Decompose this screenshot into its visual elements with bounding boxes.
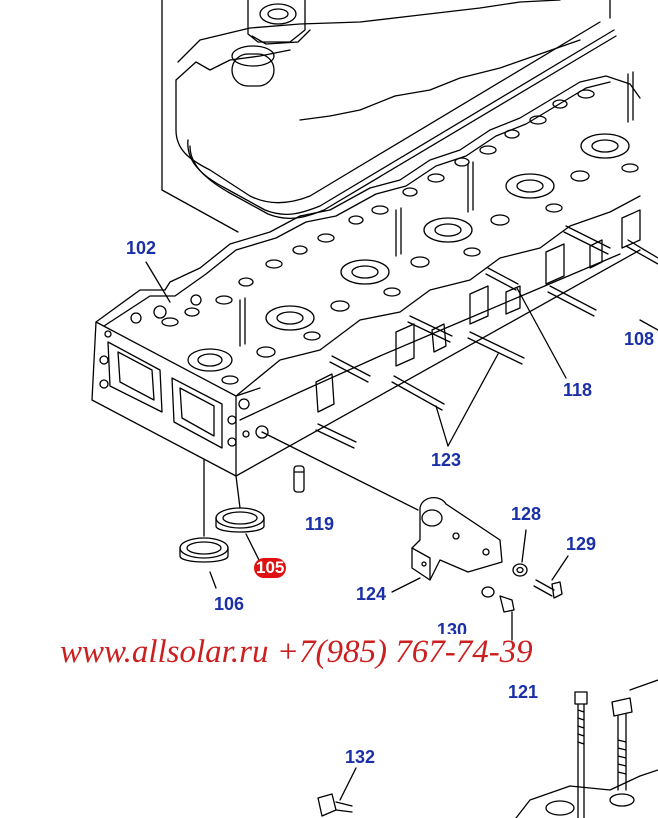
callout-132: 132 [345,747,376,767]
callout-123: 123 [431,450,462,470]
callout-121: 121 [508,682,539,702]
callout-102: 102 [126,238,157,258]
watermark: www.allsolar.ru +7(985) 767-74-39 [60,634,533,670]
leader-lines [145,261,658,593]
washer-and-bolt [481,563,563,641]
callout-124: 124 [356,584,387,604]
exhaust-studs [315,225,658,449]
callout-128: 128 [511,504,542,524]
valve-cover [161,0,617,233]
callout-108: 108 [624,329,655,349]
dowel-pin [293,465,305,493]
callout-106: 106 [214,594,245,614]
seal-rings [179,507,265,563]
callout-119: 119 [305,514,335,534]
callout-130: 130 [437,620,468,634]
callout-118: 118 [563,380,593,400]
lifting-bracket [411,497,503,581]
callout-105-highlighted: 105 [254,558,287,578]
cylinder-head-bolts [515,679,658,818]
callout-129: 129 [566,534,597,554]
fitting [317,767,357,817]
cylinder-head [91,71,641,477]
